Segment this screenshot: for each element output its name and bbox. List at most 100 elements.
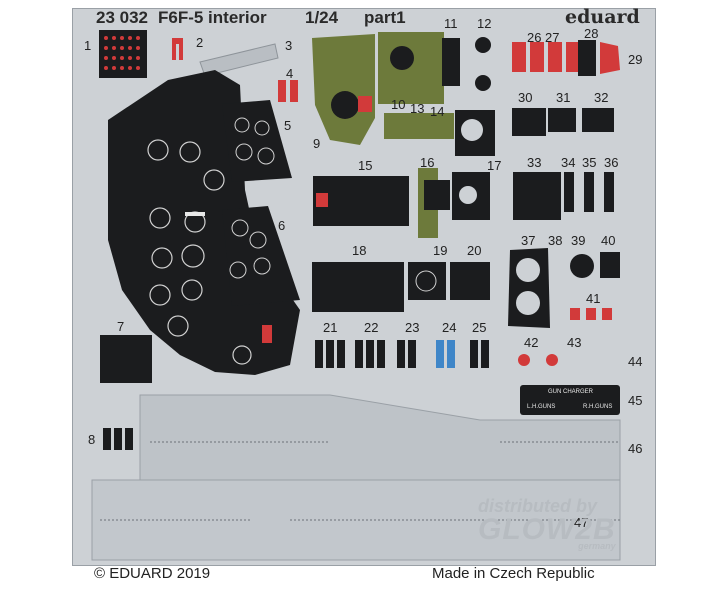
part-number-26: 26 <box>527 30 542 45</box>
part-8c <box>125 428 133 450</box>
part-number-29: 29 <box>628 52 643 67</box>
part-30-panel <box>512 108 546 136</box>
placard-lh-guns: L.H.GUNS <box>527 404 556 410</box>
part-9-red-label <box>358 96 372 112</box>
part-45-gun-charger-panel <box>520 385 620 415</box>
placard-gun-charger: GUN CHARGER <box>548 389 594 395</box>
part-4b <box>290 80 298 102</box>
part-12a <box>475 37 491 53</box>
kit-title: F6F-5 interior <box>158 8 267 27</box>
copyright-notice: © EDUARD 2019 <box>94 565 211 582</box>
parts-21-25-switches <box>315 340 489 368</box>
placard-rh-guns: R.H.GUNS <box>583 404 613 410</box>
part-number-19: 19 <box>433 243 448 258</box>
part-number-20: 20 <box>467 243 482 258</box>
part-number-38: 38 <box>548 233 563 248</box>
part-number-15: 15 <box>358 158 373 173</box>
part-number-2: 2 <box>196 35 204 50</box>
part-9-green-panel <box>312 34 375 145</box>
part-number-39: 39 <box>571 233 586 248</box>
part-42a <box>518 354 530 366</box>
part-4a <box>278 80 286 102</box>
part-37-gauge-a <box>516 258 540 282</box>
part-number-36: 36 <box>604 155 619 170</box>
part-number-46: 46 <box>628 441 643 456</box>
part-number-18: 18 <box>352 243 367 258</box>
watermark-logo-text: GLOW2B <box>478 513 616 546</box>
part-number-13: 13 <box>410 101 425 116</box>
part-number-32: 32 <box>594 90 609 105</box>
part-number-31: 31 <box>556 90 571 105</box>
part-7-panel <box>100 335 152 383</box>
part-number-45: 45 <box>628 393 643 408</box>
part-number-35: 35 <box>582 155 597 170</box>
part-number-42: 42 <box>524 335 539 350</box>
part-number-8: 8 <box>88 432 96 447</box>
part-number-3: 3 <box>285 38 293 53</box>
part-33-panel <box>513 172 561 220</box>
main-panel-red-label <box>262 325 272 343</box>
catalog-number: 23 032 <box>96 8 148 27</box>
part-2-clip <box>172 38 183 60</box>
part-number-4: 4 <box>286 66 294 81</box>
part-42b <box>546 354 558 366</box>
part-20-panel <box>450 262 490 300</box>
part-number-12: 12 <box>477 16 492 31</box>
part-number-23: 23 <box>405 320 420 335</box>
part-1-lights <box>104 36 140 70</box>
part-number-33: 33 <box>527 155 542 170</box>
part-15-panel <box>313 176 409 226</box>
part-number-44: 44 <box>628 354 643 369</box>
part-number-25: 25 <box>472 320 487 335</box>
part-5-panel <box>222 100 292 182</box>
parts-26-29-placards <box>512 42 620 74</box>
part-14-gauge <box>461 119 483 141</box>
part-number-6: 6 <box>278 218 286 233</box>
part-6-gauges <box>229 219 271 279</box>
part-40-panel <box>600 252 620 278</box>
part-number-10: 10 <box>391 97 406 112</box>
part-number-7: 7 <box>117 319 125 334</box>
part-24b-blue <box>447 340 455 368</box>
watermark-line1: distributed by <box>478 496 598 516</box>
part-number-41: 41 <box>586 291 601 306</box>
part-19-gauge <box>415 270 437 292</box>
part-number-47: 47 <box>574 515 589 530</box>
part-8b <box>114 428 122 450</box>
part-number-17: 17 <box>487 158 502 173</box>
part-17-gauge <box>459 186 477 204</box>
part-15-red-label <box>316 193 328 207</box>
part-41-red-tags <box>570 308 612 320</box>
part-number-30: 30 <box>518 90 533 105</box>
origin-notice: Made in Czech Republic <box>432 565 595 582</box>
part-number-34: 34 <box>561 155 576 170</box>
part-number-11: 11 <box>444 16 458 31</box>
part-number-43: 43 <box>567 335 582 350</box>
part-19-panel <box>408 262 446 300</box>
part-number-22: 22 <box>364 320 379 335</box>
distributor-watermark: distributed by GLOW2B germany <box>478 496 616 551</box>
part-18-panel <box>312 262 404 312</box>
part-number-16: 16 <box>420 155 435 170</box>
part-39-dial <box>570 254 594 278</box>
part-number-40: 40 <box>601 233 616 248</box>
brand-logo: eduard <box>565 6 640 28</box>
part-9-gauge <box>331 91 359 119</box>
part-12b <box>475 75 491 91</box>
part-label: part1 <box>364 8 406 27</box>
part-number-5: 5 <box>284 118 292 133</box>
part-31-panel <box>548 108 576 132</box>
part-13-green-panel <box>384 113 454 139</box>
parts-34-36 <box>564 172 614 212</box>
part-6-panel <box>222 206 300 306</box>
main-panel-bar <box>185 212 205 216</box>
part-number-37: 37 <box>521 233 536 248</box>
watermark-line3: germany <box>578 541 616 551</box>
part-number-9: 9 <box>313 136 321 151</box>
part-number-1: 1 <box>84 38 92 53</box>
part-number-28: 28 <box>584 26 599 41</box>
part-number-21: 21 <box>323 320 338 335</box>
part-3-strip <box>199 43 279 77</box>
part-28-frame <box>578 40 596 76</box>
